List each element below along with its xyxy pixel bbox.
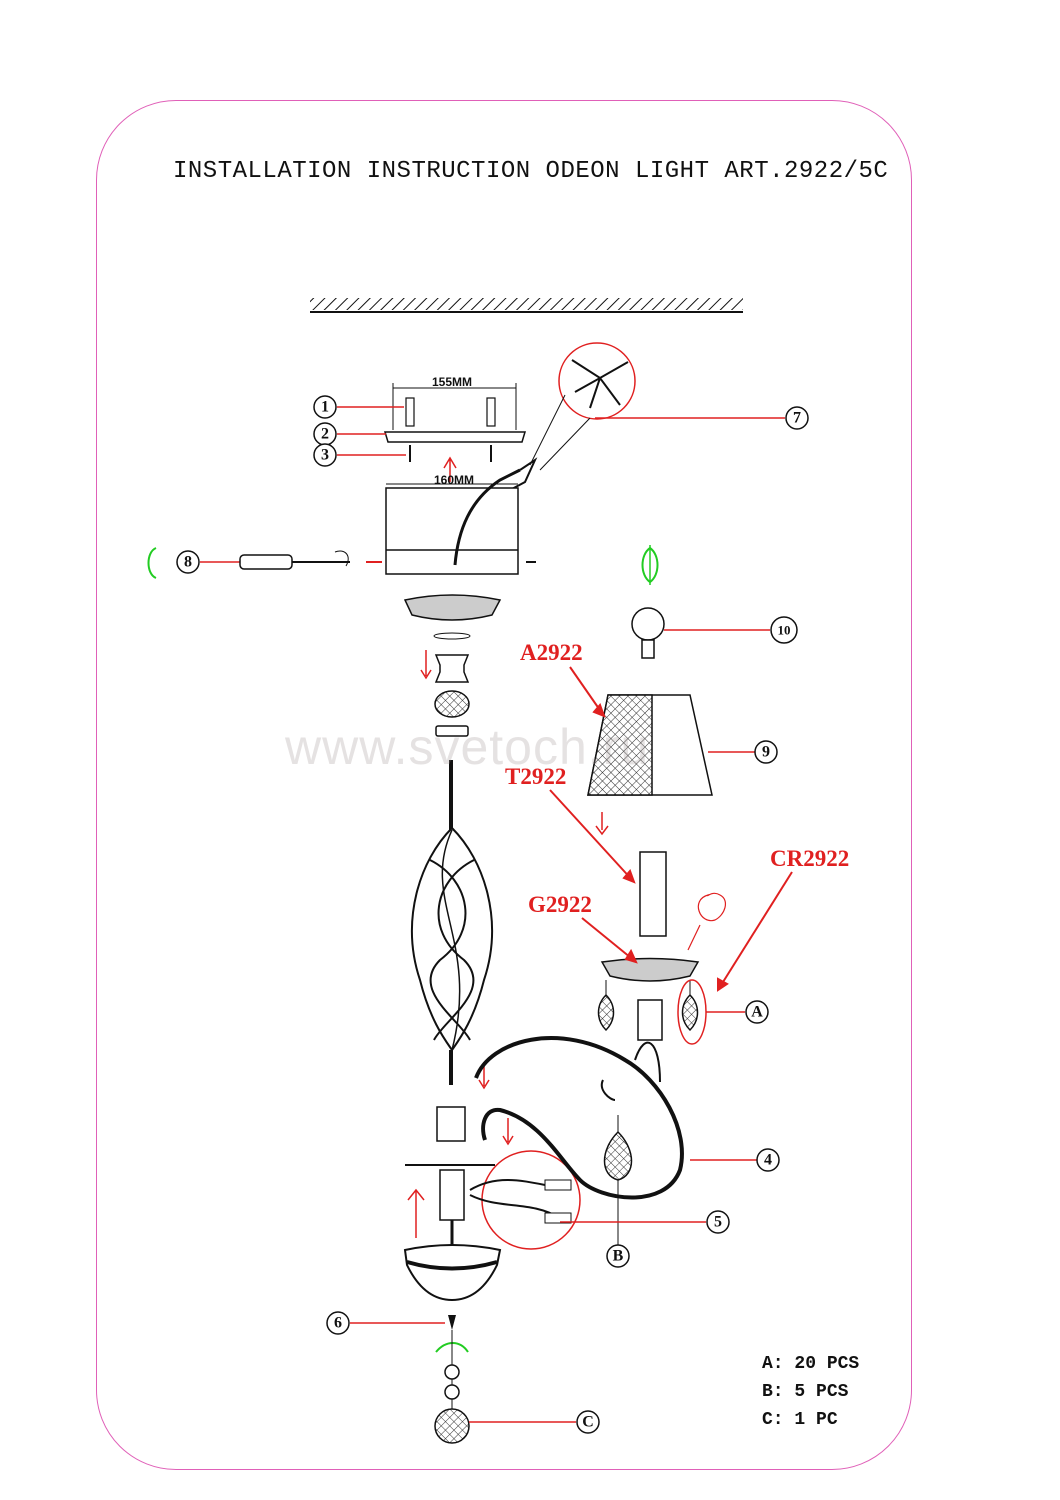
part-callout-6: 6: [326, 1311, 350, 1335]
legend-value: 1 PC: [794, 1410, 838, 1430]
candle-tube: [639, 851, 727, 951]
canopy-dimension: 160MM: [434, 473, 474, 487]
candle-arm: [474, 999, 760, 1200]
part-callout-7: 7: [785, 406, 809, 430]
legend-key: B:: [762, 1382, 784, 1402]
watermark: www.svetoch.ru: [285, 719, 650, 775]
label-g2922: G2922: [528, 892, 592, 917]
legend-value: 20 PCS: [794, 1354, 860, 1374]
part-number: 2: [321, 426, 329, 443]
legend-key: C:: [762, 1410, 784, 1430]
bottom-finial: [350, 1315, 576, 1444]
label-a2922: A2922: [520, 640, 583, 665]
part-number: 8: [184, 554, 192, 571]
part-callout-3: 3: [313, 443, 406, 467]
part-number: 9: [762, 744, 770, 761]
legend-value: 5 PCS: [794, 1382, 849, 1402]
letter-callout-c: C: [576, 1410, 600, 1434]
label-cr2922: CR2922: [770, 846, 849, 871]
part-callout-10: 10: [770, 616, 798, 644]
page-frame: [96, 100, 912, 1470]
part-callout-9: 9: [754, 740, 778, 764]
letter-label: A: [751, 1004, 763, 1021]
part-callout-5: 5: [560, 1210, 730, 1234]
page-title: INSTALLATION INSTRUCTION ODEON LIGHT ART…: [173, 158, 889, 185]
mounting-bracket: [383, 383, 527, 482]
quantity-legend: A: 20 PCS B: 5 PCS C: 1 PC: [762, 1350, 859, 1434]
part-callout-8: 8: [176, 550, 200, 574]
bowl-body: [403, 1150, 581, 1302]
part-number: 1: [321, 399, 329, 416]
part-number: 7: [793, 410, 801, 427]
part-number: 3: [321, 447, 329, 464]
bracket-dimension: 155MM: [432, 375, 472, 389]
legend-row-a: A: 20 PCS: [762, 1350, 859, 1378]
crystal-drop-b: [603, 1115, 633, 1245]
letter-label: C: [582, 1414, 594, 1431]
screwdriver-tool: [147, 547, 350, 579]
canopy: [372, 468, 536, 575]
letter-callout-a: A: [745, 1000, 769, 1024]
letter-callout-b: B: [606, 1244, 630, 1268]
part-number: 4: [764, 1152, 772, 1169]
part-number: 10: [778, 623, 791, 638]
legend-row-b: B: 5 PCS: [762, 1378, 859, 1406]
center-column: [411, 760, 493, 1142]
crown-cup: [403, 594, 502, 737]
legend-key: A:: [762, 1354, 784, 1374]
letter-label: B: [613, 1248, 624, 1265]
light-bulb: [631, 545, 770, 659]
part-callout-4: 4: [756, 1148, 780, 1172]
bobeche: [597, 957, 745, 1045]
part-number: 6: [334, 1315, 342, 1332]
part-number: 5: [714, 1214, 722, 1231]
lamp-shade: [587, 694, 755, 836]
red-callout-arrows: [366, 561, 793, 992]
legend-row-c: C: 1 PC: [762, 1406, 859, 1434]
wire-connector-detail: [509, 342, 785, 491]
part-callout-1: 1: [313, 395, 404, 419]
part-callout-2: 2: [313, 422, 386, 446]
label-t2922: T2922: [505, 764, 566, 789]
ceiling-hatch: [310, 298, 743, 313]
